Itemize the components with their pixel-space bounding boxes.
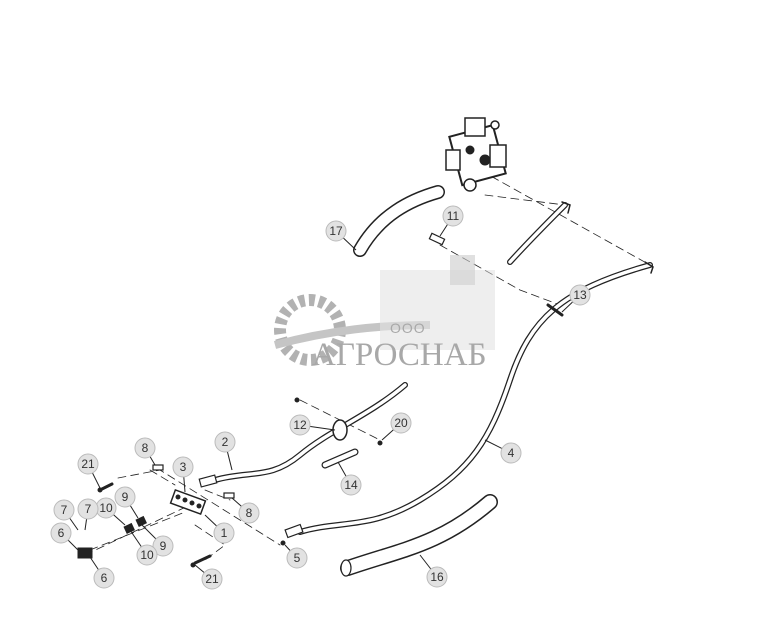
callout-number: 10 (99, 501, 113, 515)
callout-circle (152, 535, 174, 557)
callout-10: 10 (129, 529, 158, 566)
watermark-prefix: ООО (390, 320, 426, 336)
callout-7: 7 (77, 498, 99, 531)
callout-number: 1 (221, 526, 228, 540)
callout-number: 3 (180, 460, 187, 474)
callout-number: 10 (140, 548, 154, 562)
callout-6: 6 (50, 522, 79, 551)
callout-9: 9 (141, 524, 174, 557)
clamp-12 (332, 419, 348, 441)
pipe-2 (198, 382, 408, 488)
callout-circle (442, 205, 464, 227)
callout-number: 11 (447, 209, 460, 223)
callout-number: 21 (205, 572, 219, 586)
callout-21: 21 (77, 453, 101, 489)
control-valve-assembly (445, 117, 507, 192)
callout-number: 4 (508, 446, 515, 460)
callout-circle (238, 502, 260, 524)
agrosnab-watermark-logo: ООО АГРОСНАБ (273, 255, 495, 373)
callout-circle (134, 437, 156, 459)
pipe-4 (284, 261, 654, 539)
callout-21: 21 (194, 564, 223, 590)
fittings (77, 397, 383, 568)
callout-4: 4 (484, 439, 522, 464)
callout-number: 20 (394, 416, 408, 430)
callout-circle (500, 442, 522, 464)
callout-number: 8 (142, 441, 149, 455)
callout-3: 3 (172, 456, 194, 493)
callout-circle (390, 412, 412, 434)
callout-circle (289, 414, 311, 436)
callout-number: 5 (294, 551, 301, 565)
callout-circle (77, 498, 99, 520)
callout-17: 17 (325, 220, 357, 251)
callout-circle (325, 220, 347, 242)
pin-11 (428, 232, 446, 246)
callout-2: 2 (214, 431, 236, 471)
callout-number: 2 (222, 435, 229, 449)
manifold-block (169, 488, 207, 516)
callout-circle (93, 567, 115, 589)
callout-10: 10 (95, 497, 126, 526)
callout-circle (53, 499, 75, 521)
callout-circle (569, 284, 591, 306)
callout-14: 14 (337, 461, 362, 496)
hose-16 (340, 494, 498, 577)
callout-1: 1 (204, 514, 235, 544)
callout-12: 12 (289, 414, 336, 436)
callout-number: 8 (246, 506, 253, 520)
callout-circle (201, 568, 223, 590)
callout-circle (172, 456, 194, 478)
callout-circle (136, 544, 158, 566)
callout-circle (286, 547, 308, 569)
callout-number: 12 (293, 418, 307, 432)
callout-circle (114, 486, 136, 508)
watermark-company: АГРОСНАБ (312, 337, 487, 373)
callout-16: 16 (419, 554, 448, 588)
callout-11: 11 (439, 205, 464, 237)
callout-circle (214, 431, 236, 453)
callout-number: 7 (61, 503, 68, 517)
callout-number: 21 (81, 457, 95, 471)
callout-9: 9 (114, 486, 139, 519)
callout-5: 5 (284, 544, 308, 569)
callout-number: 17 (329, 224, 343, 238)
callout-6: 6 (89, 556, 115, 589)
hose-17 (353, 185, 445, 257)
callout-circle (426, 566, 448, 588)
callout-8: 8 (231, 497, 260, 524)
pin-13 (546, 303, 564, 317)
callout-20: 20 (381, 412, 412, 441)
callout-circle (50, 522, 72, 544)
callout-circle (77, 453, 99, 475)
callouts: 17 11 13 20 12 2 4 14 8 3 21 8 1 9 10 7 7 6 9 10 5 6 21 16 (50, 205, 591, 590)
callout-7: 7 (53, 499, 79, 531)
callout-number: 6 (58, 526, 65, 540)
callout-circle (340, 474, 362, 496)
callout-number: 16 (430, 570, 444, 584)
callout-number: 14 (344, 478, 358, 492)
hose-14 (321, 448, 359, 469)
callout-number: 7 (85, 502, 92, 516)
callout-number: 9 (122, 490, 129, 504)
callout-13: 13 (561, 284, 591, 313)
callout-8: 8 (134, 437, 156, 466)
callout-number: 6 (101, 571, 108, 585)
callout-circle (213, 522, 235, 544)
callout-number: 13 (573, 288, 587, 302)
upper-pipe (507, 201, 571, 265)
callout-number: 9 (160, 539, 167, 553)
